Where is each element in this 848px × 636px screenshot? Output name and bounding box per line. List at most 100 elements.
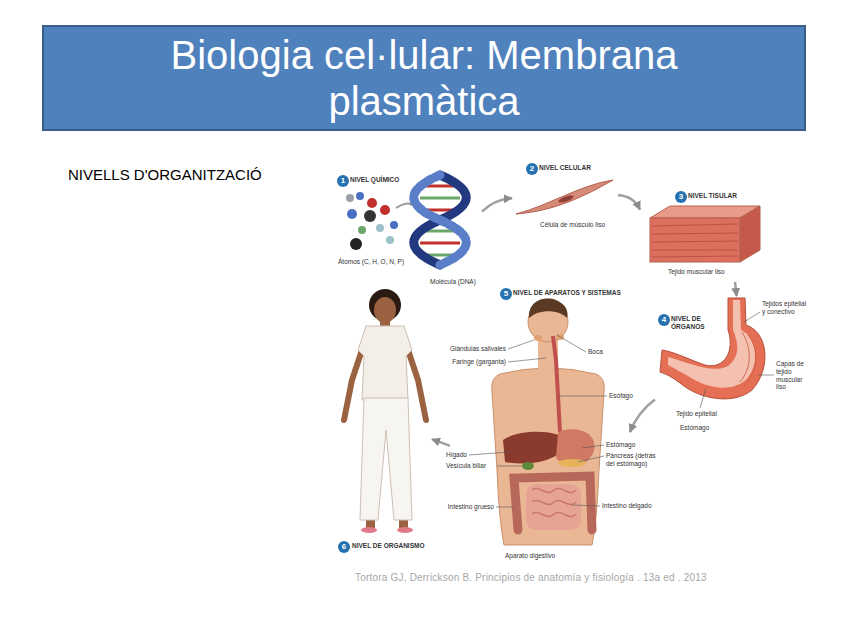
level-panel: 6NIVEL DE ORGANISMO	[333, 288, 432, 558]
dna-strand	[414, 175, 467, 265]
esophagus	[553, 336, 560, 432]
atom	[364, 210, 376, 222]
atom	[376, 224, 384, 232]
face	[374, 297, 396, 323]
callout-number: 2	[526, 163, 538, 175]
leader-line	[700, 388, 706, 408]
gallbladder	[522, 462, 534, 470]
leader-line	[508, 340, 534, 349]
stomach-organ	[660, 298, 774, 408]
tissue-side	[740, 206, 760, 262]
part-label: Tejidos epitelial y conectivo	[762, 300, 810, 316]
atom	[380, 205, 390, 215]
stomach-wall	[660, 298, 765, 399]
atom	[358, 226, 366, 234]
level-arrow	[630, 400, 655, 433]
sandal	[397, 527, 413, 533]
muscle-fibres	[652, 224, 738, 257]
level-arrow	[482, 198, 512, 211]
base-pair	[426, 230, 454, 233]
atom	[356, 192, 364, 200]
leader-line	[744, 312, 760, 322]
level-heading: NIVEL DE APARATOS Y SISTEMAS	[513, 289, 621, 297]
smooth-muscle-cell	[516, 180, 613, 214]
part-label: Vesícula biliar	[446, 462, 486, 470]
stomach-lining	[668, 300, 755, 388]
level-heading: NIVEL TISULAR	[688, 192, 737, 200]
base-pair	[426, 185, 454, 188]
part-label: Faringe (garganta)	[452, 358, 506, 366]
muscle-layers	[740, 332, 756, 386]
part-label: Esófago	[609, 392, 633, 400]
level-panel: 2NIVEL CELULAR Célula de músculo liso	[512, 160, 618, 232]
leader-line	[758, 375, 774, 376]
level-heading: NIVEL DE ORGANISMO	[352, 542, 424, 550]
part-label: Átomos (C, H, O, N, P)	[338, 258, 404, 266]
torso	[492, 368, 605, 545]
nucleus	[558, 194, 575, 204]
section-heading: NIVELLS D'ORGANITZACIÓ	[68, 166, 262, 184]
atom	[346, 194, 354, 202]
blouse	[358, 326, 412, 400]
salivary-gland	[534, 335, 542, 341]
leader-line	[582, 445, 604, 448]
sandal	[361, 527, 377, 533]
atom	[350, 238, 362, 250]
pancreas	[558, 459, 586, 467]
title-band: Biologia cel·lular: Membrana plasmàtica	[42, 25, 806, 131]
atom	[386, 236, 394, 244]
part-label: Tejido muscular liso	[668, 268, 725, 276]
level-panel: 1NIVEL QUÍMICO Átomos (C, H, O, N, P) Molé…	[335, 172, 482, 292]
intestine-loops	[532, 488, 576, 516]
callout-number: 5	[500, 288, 512, 300]
leader-line	[496, 507, 514, 508]
leader-line	[572, 505, 600, 506]
callout-number: 1	[337, 175, 349, 187]
muscle-tissue	[650, 206, 760, 262]
base-pair	[420, 197, 460, 200]
level-heading: NIVEL QUÍMICO	[350, 176, 399, 184]
hair	[529, 299, 568, 318]
tissue-front	[650, 218, 740, 262]
atom	[347, 209, 357, 219]
level-panel: 4NIVEL DE ÓRGANOSTejidos epitelial y con…	[655, 296, 812, 436]
part-label: Aparato digestivo	[505, 552, 555, 560]
level-panel: 3NIVEL TISULARTejido muscular liso	[640, 188, 772, 282]
part-label: Páncreas (detrás del estómago)	[606, 452, 664, 468]
large-intestine	[514, 476, 592, 530]
callout-number: 4	[658, 314, 670, 326]
dna-strand	[414, 175, 467, 265]
level-heading: NIVEL CELULAR	[539, 164, 591, 172]
callout-number: 6	[338, 541, 350, 553]
part-label: Estómago	[680, 424, 709, 432]
atoms	[346, 192, 416, 250]
leader-line	[508, 358, 546, 362]
part-label: Intestino delgado	[602, 502, 652, 510]
girl-organism	[344, 289, 426, 533]
leader-line	[559, 396, 607, 397]
part-label: Intestino grueso	[448, 503, 494, 511]
leader-line	[497, 466, 522, 467]
part-label: Hígado	[446, 451, 467, 459]
level-panel: 5NIVEL DE APARATOS Y SISTEMAS Aparato dig…	[450, 287, 630, 561]
atom	[367, 198, 377, 208]
part-label: Boca	[588, 348, 603, 356]
dna-molecule	[414, 175, 467, 265]
leader-line	[557, 335, 586, 352]
part-label: Célula de músculo liso	[540, 221, 605, 229]
level-arrow	[618, 195, 640, 209]
part-label: Capas de tejido muscular liso	[776, 360, 810, 391]
level-arrow	[735, 282, 737, 296]
part-label: Tejido epitelial	[676, 410, 717, 418]
cell-body	[516, 180, 613, 214]
atom	[390, 221, 398, 229]
part-label: Estómago	[606, 441, 635, 449]
small-intestine	[526, 484, 581, 530]
leader-line	[469, 452, 510, 455]
level-arrow	[432, 439, 450, 446]
slide-title: Biologia cel·lular: Membrana plasmàtica	[84, 32, 764, 124]
part-label: Molécula (DNA)	[430, 278, 476, 286]
base-pair	[420, 242, 460, 245]
source-caption: Tortora GJ, Derrickson B. Principios de …	[355, 572, 707, 584]
